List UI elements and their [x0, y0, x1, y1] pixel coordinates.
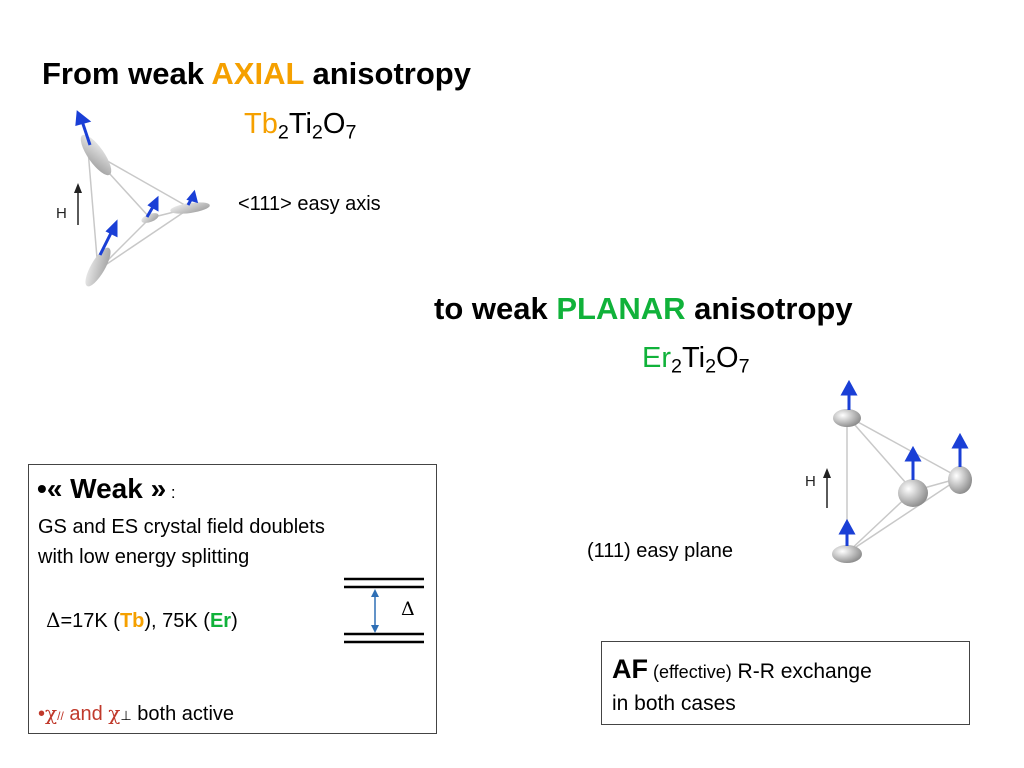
easy-axis-label: <111> easy axis: [238, 193, 381, 215]
spin-arrow-icon: [840, 379, 858, 396]
er-label: Er: [209, 610, 232, 632]
planar-ion-ellipsoid: [832, 545, 862, 563]
bullet: •: [37, 473, 47, 504]
weak-definition-box: •« Weak » : GS and ES crystal field doub…: [28, 464, 437, 734]
tetrahedron-edges: [846, 415, 961, 554]
close-paren: ): [231, 610, 238, 632]
weak-desc-line-1: GS and ES crystal field doublets: [38, 516, 325, 538]
easy-plane-label: (111) easy plane: [587, 540, 734, 562]
formula-element: Tb: [244, 108, 278, 140]
tb-label: Tb: [119, 610, 145, 632]
planar-ion-ellipsoid: [898, 479, 928, 507]
formula-subscript: 2: [671, 355, 682, 378]
energy-level-diagram: Δ: [344, 577, 424, 644]
delta-equals: =17K (: [60, 610, 120, 632]
axial-heading: From weak AXIAL anisotropy: [42, 56, 471, 92]
axial-ion-ellipsoid: [80, 134, 112, 176]
axial-ion-ellipsoid: [85, 247, 111, 287]
planar-formula: Er2Ti2O7: [642, 342, 750, 379]
planar-heading-prefix: to weak: [434, 291, 557, 326]
formula-subscript: 7: [345, 121, 357, 144]
spin-arrow-icon: [98, 230, 114, 256]
af-exchange-box: AF (effective) R-R exchange in both case…: [601, 641, 970, 725]
formula-subscript: 2: [705, 355, 717, 378]
weak-title: « Weak »: [46, 473, 167, 504]
axial-ion-ellipsoid: [170, 202, 210, 214]
spin-arrow-icon: [838, 518, 856, 535]
parallel-subscript: //: [57, 709, 64, 723]
formula-element: Ti: [288, 108, 312, 140]
axial-heading-prefix: From weak: [42, 56, 212, 91]
formula-subscript: 2: [277, 121, 289, 144]
field-arrow-icon: [823, 468, 831, 478]
and-word: and: [63, 703, 109, 725]
spin-arrow-icon: [951, 432, 969, 449]
weak-desc-line-2: with low energy splitting: [38, 546, 250, 568]
spin-arrow-icon: [80, 120, 92, 146]
axial-heading-suffix: anisotropy: [312, 56, 471, 91]
splitting-arrow-icon: [371, 589, 379, 597]
planar-ion-ellipsoid: [948, 466, 972, 494]
af-label: AF: [612, 654, 648, 684]
susceptibility-line: •χ// and χ⊥ both active: [38, 701, 234, 726]
planar-keyword: PLANAR: [556, 291, 686, 326]
planar-heading-suffix: anisotropy: [694, 291, 853, 326]
perp-subscript: ⊥: [120, 708, 132, 723]
planar-tetrahedron-figure: H: [805, 379, 972, 563]
af-line-2: in both cases: [612, 692, 736, 715]
formula-element: O: [322, 108, 346, 140]
planar-heading: to weak PLANAR anisotropy: [434, 291, 853, 327]
splitting-arrow-icon: [371, 625, 379, 633]
chi-perp-symbol: χ: [108, 701, 121, 725]
axial-formula: Tb2Ti2O7: [244, 108, 356, 145]
separator-text: ), 75K (: [144, 610, 210, 632]
axial-keyword: AXIAL: [211, 56, 304, 91]
af-line-1: AF (effective) R-R exchange: [612, 654, 872, 685]
bullet: •: [38, 703, 46, 725]
field-label: H: [805, 473, 816, 490]
exchange-text: R-R exchange: [731, 660, 872, 683]
spin-arrow-icon: [75, 110, 92, 127]
field-label: H: [56, 205, 67, 222]
planar-ion-ellipsoid: [833, 409, 861, 427]
effective-label: (effective): [648, 662, 732, 682]
axial-tetrahedron-figure: H: [56, 110, 210, 287]
splitting-values: Δ=17K (Tb), 75K (Er): [46, 608, 238, 633]
both-active-text: both active: [131, 703, 235, 725]
spin-arrow-icon: [904, 445, 922, 462]
formula-element: Ti: [681, 342, 706, 374]
formula-subscript: 7: [738, 355, 750, 378]
chi-parallel-symbol: χ: [45, 701, 58, 725]
axial-ion-ellipsoid: [141, 213, 159, 223]
spin-arrow-icon: [186, 189, 199, 204]
field-arrow-icon: [74, 183, 82, 193]
spin-arrow-icon: [147, 195, 159, 212]
formula-element: O: [716, 342, 739, 374]
weak-colon: :: [166, 483, 176, 502]
formula-element: Er: [642, 342, 671, 374]
splitting-delta-label: Δ: [401, 598, 415, 620]
spin-arrow-icon: [105, 219, 118, 238]
delta-symbol: Δ: [46, 608, 61, 632]
formula-subscript: 2: [311, 121, 323, 144]
weak-title-line: •« Weak » :: [37, 473, 176, 505]
